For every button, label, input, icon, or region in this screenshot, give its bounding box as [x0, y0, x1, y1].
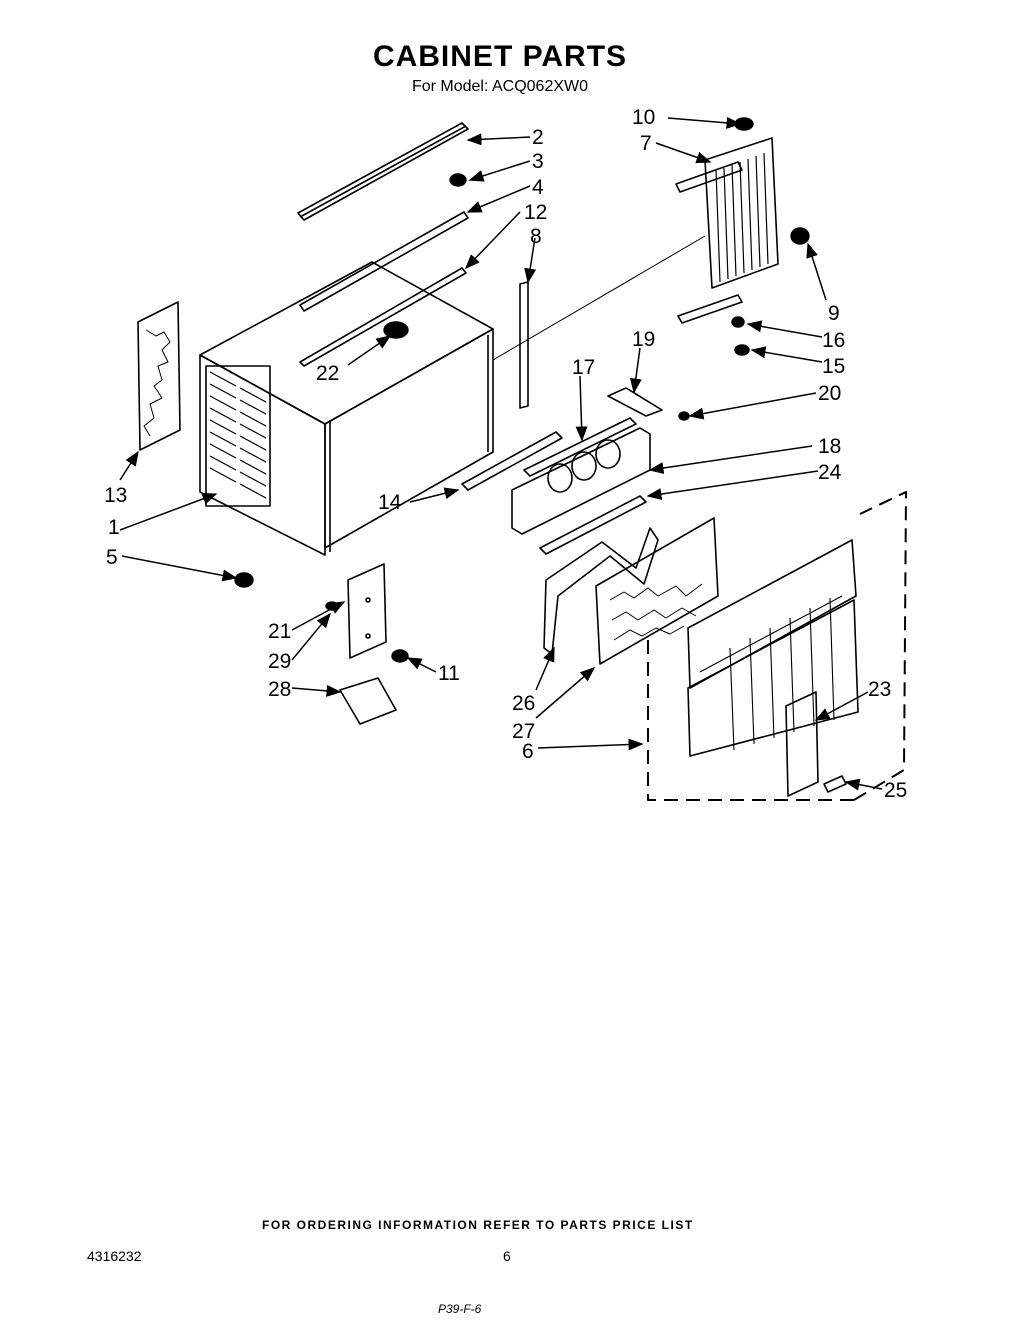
model-subtitle: For Model: ACQ062XW0	[411, 78, 589, 95]
callout-29: 29	[268, 650, 291, 673]
callout-15: 15	[822, 355, 845, 378]
callout-27: 27	[512, 720, 535, 743]
callout-21: 21	[268, 620, 291, 643]
callout-19: 19	[632, 328, 655, 351]
callout-22: 22	[316, 362, 339, 385]
screw-part-5	[234, 572, 254, 588]
callout-18: 18	[818, 435, 841, 458]
callout-11: 11	[438, 662, 460, 685]
callout-26: 26	[512, 692, 535, 715]
lower-bar-part	[539, 495, 647, 555]
top-strips-part	[299, 211, 469, 367]
vertical-bracket-part	[519, 281, 529, 409]
knob-part-11	[391, 649, 409, 663]
side-filter-part	[137, 301, 181, 451]
ordering-note: FOR ORDERING INFORMATION REFER TO PARTS …	[262, 1218, 694, 1232]
clip-part-15	[734, 344, 750, 356]
callout-4: 4	[532, 176, 544, 199]
callout-2: 2	[532, 126, 544, 149]
callout-13: 13	[104, 484, 127, 507]
callout-10: 10	[632, 106, 655, 129]
front-panel-part	[647, 491, 907, 801]
callout-23: 23	[868, 678, 891, 701]
callout-24: 24	[818, 461, 842, 484]
callout-12: 12	[524, 201, 547, 224]
front-filter-part	[595, 517, 719, 665]
callout-14: 14	[378, 491, 402, 514]
document-number: 4316232	[87, 1248, 142, 1264]
top-rail-part	[297, 122, 469, 221]
callout-16: 16	[822, 329, 845, 352]
knob-part-9	[790, 227, 810, 245]
callout-20: 20	[818, 382, 841, 405]
callout-17: 17	[572, 356, 595, 379]
screw-part-16	[731, 316, 745, 328]
screw-part-3	[449, 173, 467, 187]
cabinet-wrapper-part	[199, 261, 494, 556]
callout-28: 28	[268, 678, 291, 701]
label-part	[339, 677, 397, 725]
page-number: 6	[503, 1248, 511, 1264]
page-title: CABINET PARTS	[372, 40, 628, 73]
callout-6: 6	[522, 740, 534, 763]
callout-25: 25	[884, 779, 907, 802]
knob-part-22	[383, 321, 409, 339]
callout-9: 9	[828, 302, 840, 325]
blower-housing-part	[511, 417, 651, 535]
callout-8: 8	[530, 225, 542, 248]
clip-part-20	[678, 411, 690, 421]
callout-3: 3	[532, 150, 544, 173]
front-bar-part	[461, 431, 563, 491]
handwritten-note: P39-F-6	[438, 1302, 482, 1316]
door-pad-part	[823, 775, 847, 793]
control-door-part	[785, 691, 819, 797]
top-grille-part	[675, 137, 779, 324]
callout-5: 5	[106, 546, 118, 569]
callout-7: 7	[640, 132, 652, 155]
control-plate-part	[347, 563, 387, 659]
control-bracket-part	[607, 387, 663, 417]
callout-1: 1	[108, 516, 120, 539]
